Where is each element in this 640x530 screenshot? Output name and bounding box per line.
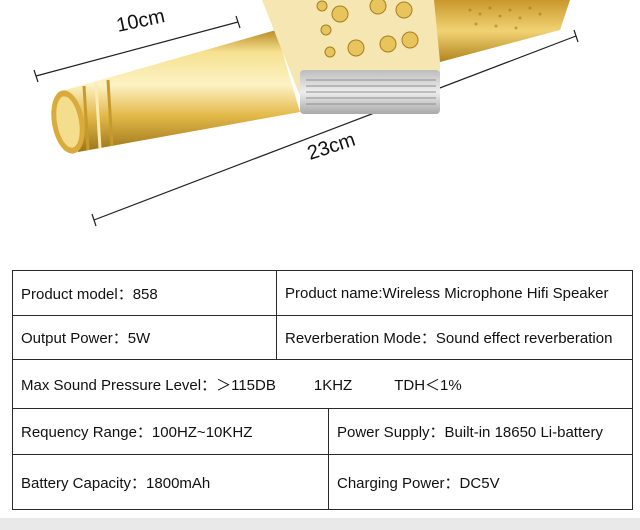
spec-output-power: Output Power：5W	[12, 315, 277, 360]
spec-frequency-range: Requency Range：100HZ~10KHZ	[12, 408, 329, 455]
microphone-handle	[51, 30, 300, 154]
spec-charging-power: Charging Power：DC5V	[328, 454, 633, 510]
table-row: Output Power：5W Reverberation Mode：Sound…	[12, 315, 633, 360]
spec-sound-pressure-cell: Max Sound Pressure Level：＞115DB 1KHZ TDH＜1…	[12, 359, 633, 409]
table-row: Max Sound Pressure Level：＞115DB 1KHZ TDH＜1…	[12, 359, 633, 409]
spec-sound-pressure: Max Sound Pressure Level：＞115DB	[21, 376, 276, 394]
spec-frequency-point: 1KHZ	[313, 376, 353, 394]
spec-power-supply: Power Supply：Built-in 18650 Li-battery	[328, 408, 633, 455]
microphone-illustration: 10cm 23cm	[33, 0, 579, 227]
spec-table: Product model：858 Product name:Wireless …	[12, 270, 633, 510]
table-row: Product model：858 Product name:Wireless …	[12, 270, 633, 316]
table-row: Requency Range：100HZ~10KHZ Power Supply：…	[12, 408, 633, 455]
spec-product-model: Product model：858	[12, 270, 277, 316]
bottom-band	[0, 518, 640, 530]
control-panel	[262, 0, 440, 114]
spec-tdh: TDH＜1%	[394, 376, 462, 394]
width-dimension-line	[33, 15, 241, 83]
spec-battery-capacity: Battery Capacity：1800mAh	[12, 454, 329, 510]
length-dimension-line	[91, 29, 579, 227]
table-row: Battery Capacity：1800mAh Charging Power：…	[12, 454, 633, 510]
microphone-head	[434, 0, 570, 62]
width-label: 10cm	[114, 5, 166, 37]
spec-product-name: Product name:Wireless Microphone Hifi Sp…	[276, 270, 633, 316]
spec-reverberation-mode: Reverberation Mode：Sound effect reverber…	[276, 315, 633, 360]
length-label: 23cm	[305, 129, 358, 165]
product-image: 10cm 23cm	[0, 0, 640, 262]
